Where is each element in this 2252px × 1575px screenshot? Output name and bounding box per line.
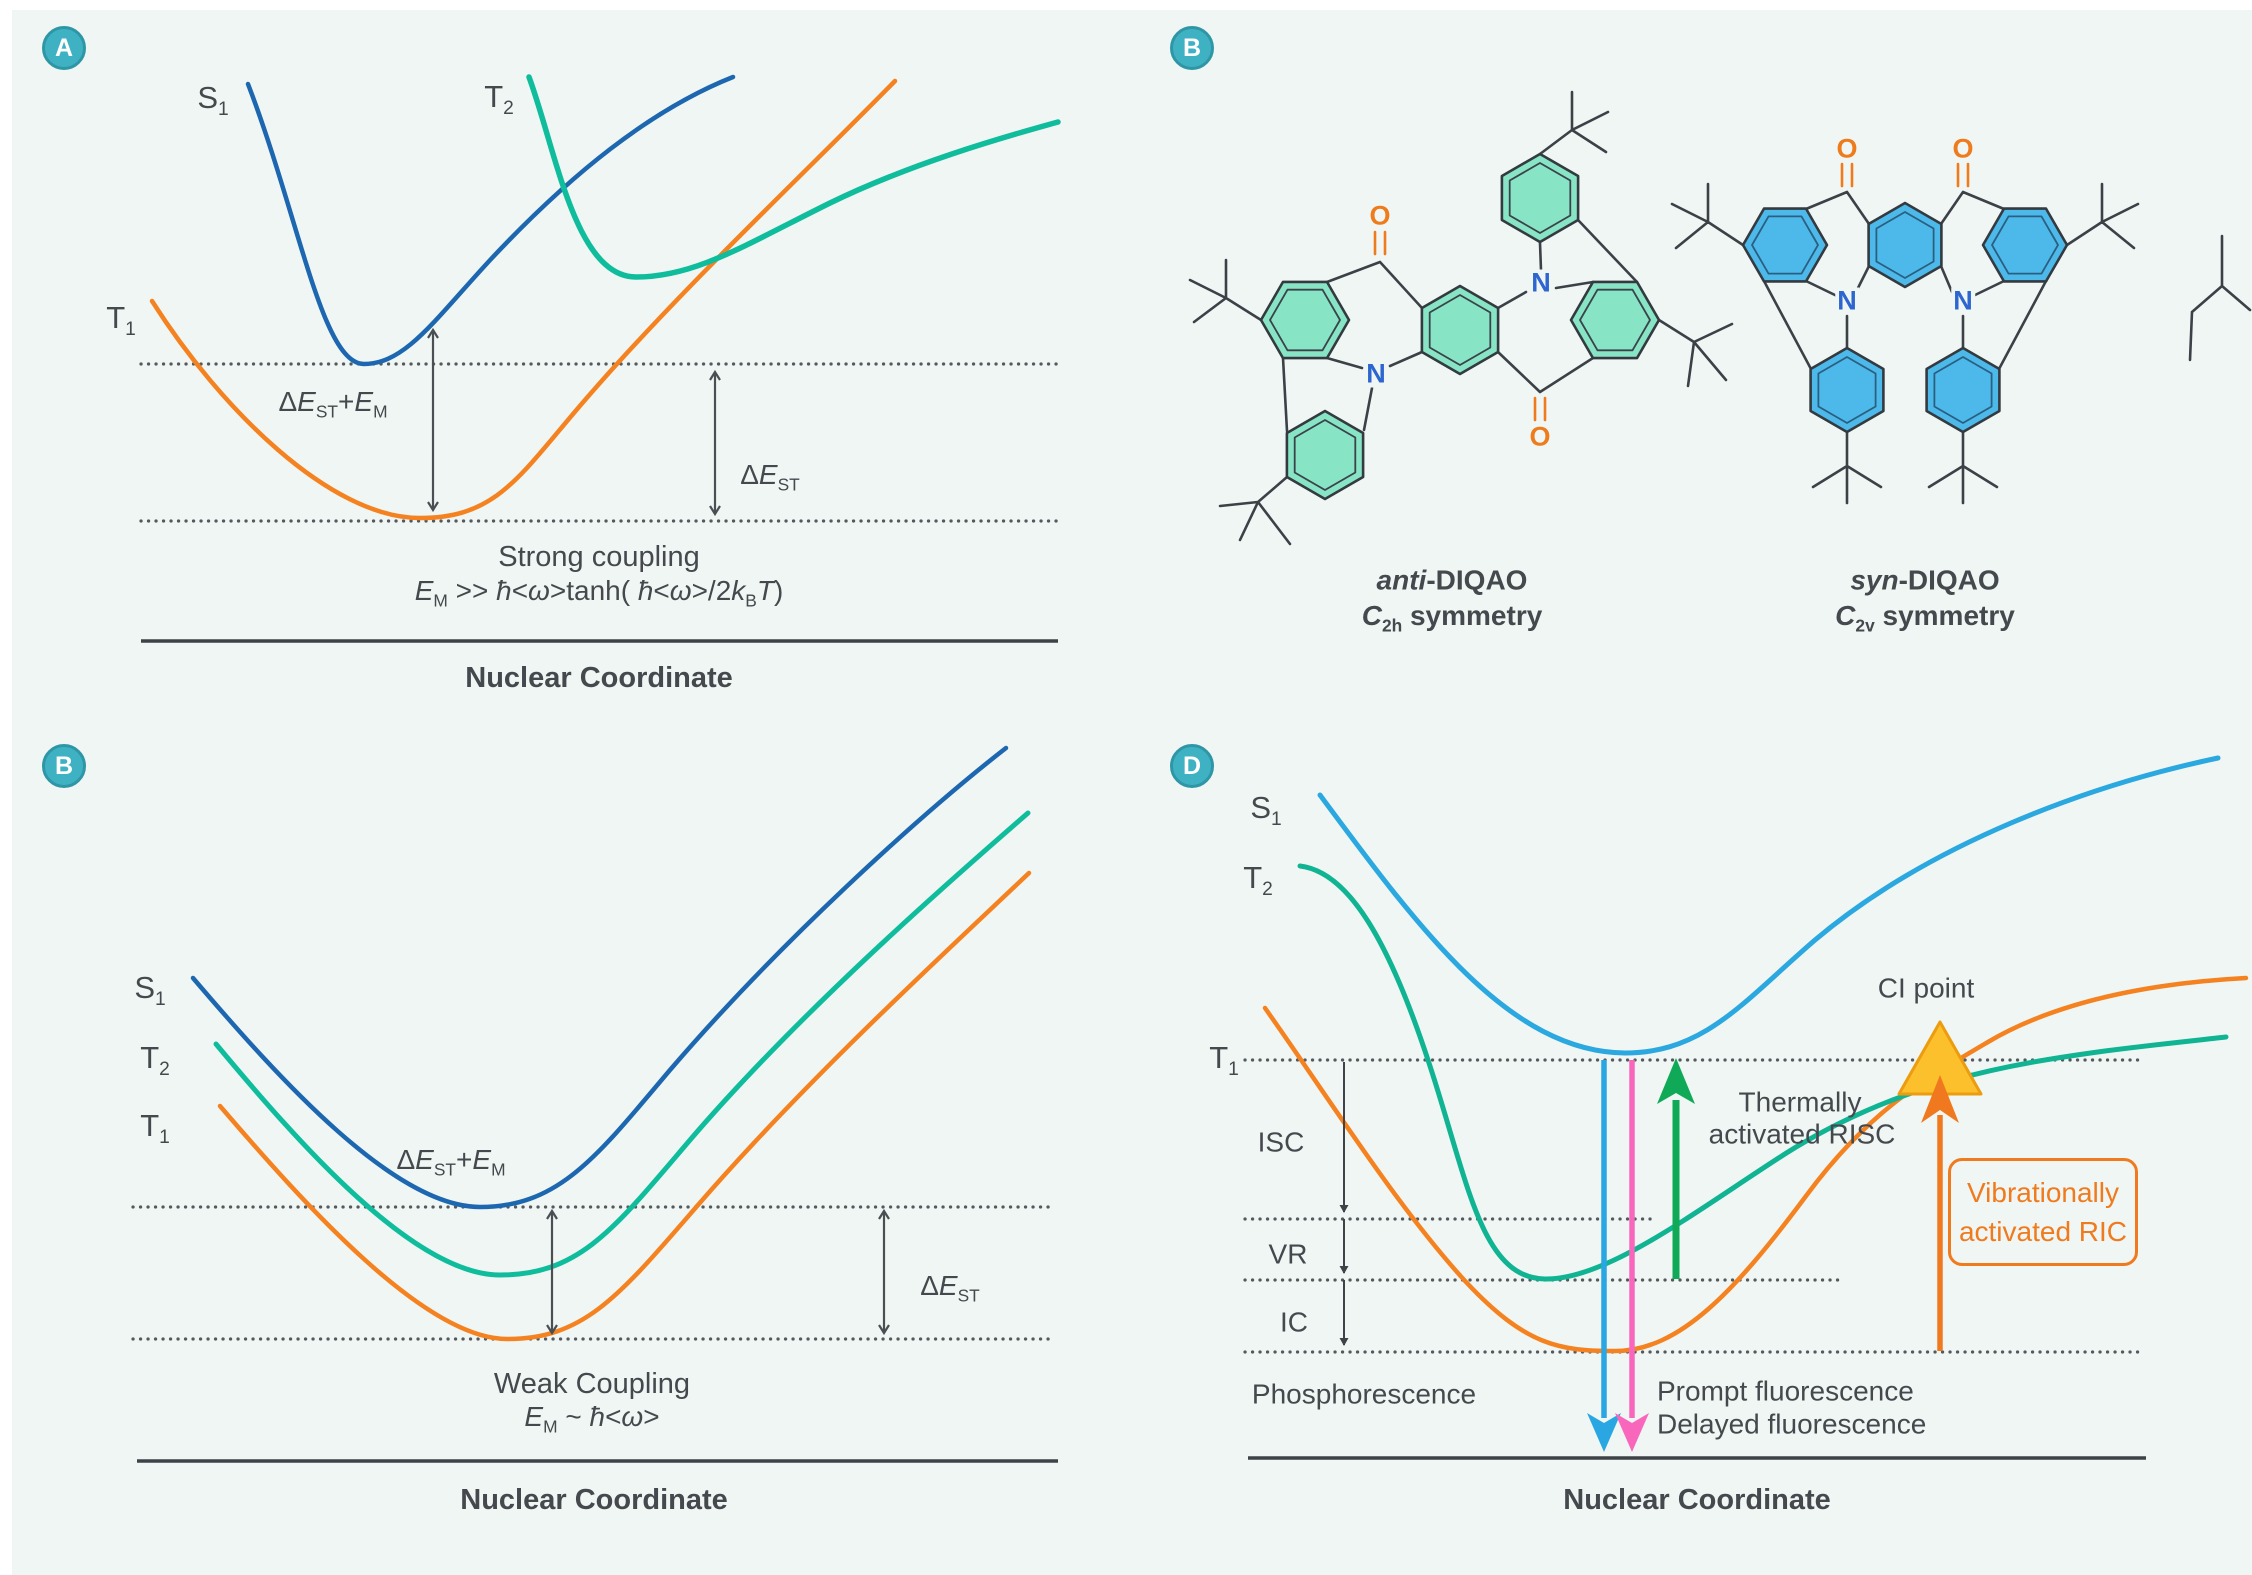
anti-ring-right-inner <box>1579 288 1651 352</box>
t1-potential-curve <box>217 870 1032 1342</box>
panel-b-molecules-badge: B <box>1170 26 1214 70</box>
panel-b-x-axis-label: Nuclear Coordinate <box>460 1483 728 1516</box>
anti-ring-top-carbazole <box>1500 152 1580 244</box>
syn-diqao-symmetry: C2v symmetry <box>1835 600 2015 636</box>
est-plus-em-gap-label: ΔEST+EM <box>396 1144 506 1180</box>
anti-ring-center-inner <box>1428 294 1492 366</box>
panel-d-photophysics <box>1243 755 2249 1460</box>
anti-diqao-structure <box>1188 90 1734 546</box>
syn-ring-left-inner <box>1751 215 1819 275</box>
est-gap-label: ΔEST <box>740 459 800 495</box>
t1-state-label: T1 <box>140 1107 170 1149</box>
t2-potential-curve <box>213 810 1031 1278</box>
vibrationally-activated-ric-line1: Vibrationally <box>1966 1177 2120 1208</box>
t1-potential-curve <box>1262 975 2249 1354</box>
delayed-fluorescence-arrow <box>1615 1060 1649 1452</box>
anti-carbonyl-double-bonds <box>1373 230 1547 422</box>
s1-state-label: S1 <box>1250 789 1282 831</box>
panel-b-weak-coupling <box>131 745 1058 1463</box>
panel-d-x-axis-label: Nuclear Coordinate <box>1563 1483 1831 1516</box>
syn-diqao-name: syn-DIQAO <box>1850 564 2000 596</box>
panel-a-x-axis-label: Nuclear Coordinate <box>465 661 733 694</box>
t2-state-label: T2 <box>484 78 514 120</box>
est-gap-label: ΔEST <box>920 1270 980 1306</box>
strong-coupling-equation: EM >> ħ<ω>tanh( ħ<ω>/2kBT) <box>414 575 784 611</box>
thermally-activated-risc-label-line2: activated RISC <box>1708 1118 1896 1150</box>
anti-ring-bottom-carbazole <box>1285 409 1365 501</box>
t2-potential-curve <box>1297 863 2229 1282</box>
weak-coupling-title: Weak Coupling <box>493 1367 691 1400</box>
delayed-fluorescence-label: Delayed fluorescence <box>1657 1408 1927 1440</box>
est-plus-em-gap-label: ΔEST+EM <box>278 386 388 422</box>
syn-ring-pendant-right <box>1925 346 2001 434</box>
syn-ring-right <box>1981 207 2069 283</box>
t1-state-label: T1 <box>1209 1039 1239 1081</box>
panel-b-molecules <box>1188 90 2252 546</box>
s1-state-label: S1 <box>134 969 166 1011</box>
anti-bond-skeleton <box>1188 90 1734 546</box>
anti-ring-top-inner <box>1508 162 1572 234</box>
vibrationally-activated-ric-callout: Vibrationally activated RIC <box>1948 1158 2138 1266</box>
anti-oxygen-top-label: O <box>1367 200 1393 231</box>
frame-top <box>0 0 2252 10</box>
syn-ring-pendant-right-inner <box>1933 356 1993 424</box>
s1-potential-curve <box>245 74 736 367</box>
s1-potential-curve <box>1317 755 2221 1056</box>
syn-ring-center-inner <box>1875 211 1935 279</box>
panel-b-weak-badge: B <box>42 744 86 788</box>
anti-ring-bottom-inner <box>1293 419 1357 491</box>
t2-state-label: T2 <box>140 1039 170 1081</box>
syn-carbonyl-double-bonds <box>1840 162 1970 188</box>
syn-ring-left <box>1741 207 1829 283</box>
risc-arrow <box>1657 1058 1695 1279</box>
ic-label: IC <box>1280 1306 1308 1338</box>
syn-nitrogen-right-label: N <box>1951 285 1975 316</box>
anti-ring-right <box>1569 280 1661 360</box>
prompt-fluorescence-arrow <box>1587 1060 1621 1452</box>
prompt-fluorescence-label: Prompt fluorescence <box>1657 1375 1914 1407</box>
anti-ring-center <box>1420 284 1500 376</box>
syn-ring-right-inner <box>1991 215 2059 275</box>
syn-ring-center <box>1867 201 1943 289</box>
vibrationally-activated-ric-line2: activated RIC <box>1958 1216 2128 1247</box>
panel-d-badge: D <box>1170 744 1214 788</box>
anti-diqao-symmetry: C2h symmetry <box>1361 600 1543 636</box>
phosphorescence-label: Phosphorescence <box>1251 1378 1477 1410</box>
s1-potential-curve <box>190 745 1009 1210</box>
strong-coupling-title: Strong coupling <box>498 540 700 573</box>
syn-oxygen-left-label: O <box>1834 133 1860 164</box>
vr-label: VR <box>1268 1238 1308 1270</box>
syn-nitrogen-left-label: N <box>1835 285 1859 316</box>
syn-ring-pendant-left <box>1809 346 1885 434</box>
t2-potential-curve <box>526 74 1061 280</box>
anti-nitrogen-right-label: N <box>1529 267 1553 298</box>
thermally-activated-risc-label-line1: Thermally <box>1738 1086 1862 1118</box>
t1-state-label: T1 <box>106 299 136 341</box>
t2-state-label: T2 <box>1243 859 1273 901</box>
syn-diqao-structure <box>1670 162 2252 505</box>
syn-oxygen-right-label: O <box>1950 133 1976 164</box>
ric-arrow <box>1921 1075 1959 1351</box>
panel-a-strong-coupling <box>139 74 1061 643</box>
s1-state-label: S1 <box>197 79 229 121</box>
anti-ring-left-inner <box>1269 288 1341 352</box>
syn-bond-skeleton <box>1670 182 2252 505</box>
anti-nitrogen-left-label: N <box>1364 358 1388 389</box>
weak-coupling-equation: EM ~ ħ<ω> <box>524 1401 660 1437</box>
panel-a-badge: A <box>42 26 86 70</box>
frame-left <box>0 0 12 1575</box>
isc-label: ISC <box>1257 1126 1305 1158</box>
anti-ring-left <box>1259 280 1351 360</box>
anti-oxygen-bottom-label: O <box>1527 421 1553 452</box>
ci-point-label: CI point <box>1877 972 1975 1004</box>
anti-diqao-name: anti-DIQAO <box>1376 564 1528 596</box>
syn-ring-pendant-left-inner <box>1817 356 1877 424</box>
t1-potential-curve <box>149 78 898 521</box>
